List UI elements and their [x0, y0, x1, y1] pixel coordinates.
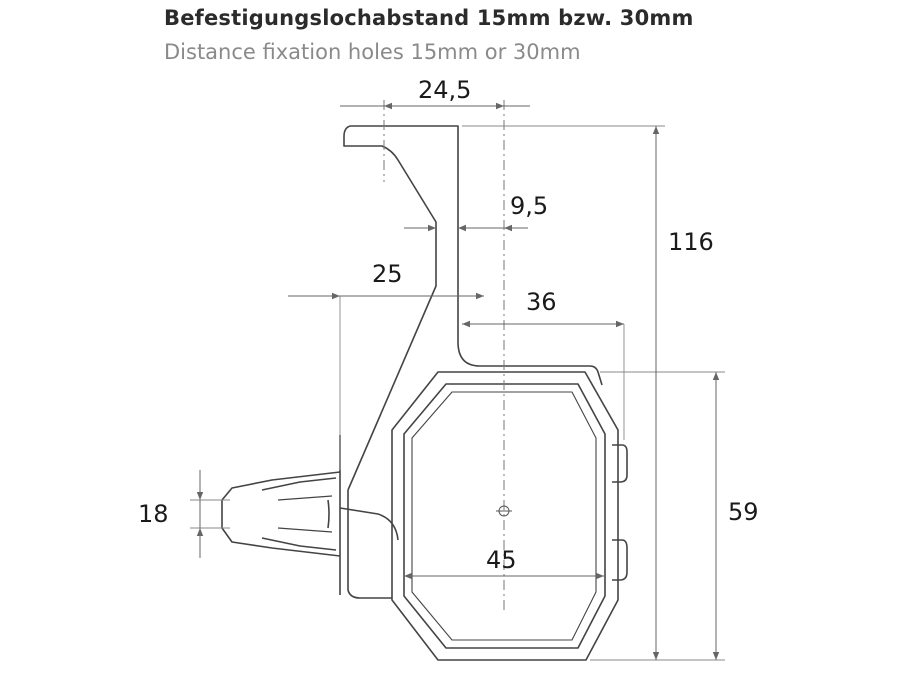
dim-label-18: 18	[138, 500, 169, 528]
bracket-hook	[343, 125, 437, 491]
housing-outer	[391, 371, 619, 661]
title-german: Befestigungslochabstand 15mm bzw. 30mm	[164, 6, 694, 30]
center-lines	[383, 100, 505, 610]
dimension-lines	[196, 102, 720, 660]
title-english: Distance fixation holes 15mm or 30mm	[164, 40, 581, 64]
side-lug-bottom	[612, 539, 628, 581]
center-mark	[496, 505, 512, 517]
side-lug-top	[612, 444, 628, 483]
housing-inner	[403, 383, 606, 649]
dim-label-45: 45	[486, 546, 517, 574]
extension-lines	[190, 125, 725, 661]
dim-label-25: 25	[372, 260, 403, 288]
mounting-bracket	[350, 125, 603, 386]
dim-label-59: 59	[728, 498, 759, 526]
dim-label-36: 36	[526, 288, 557, 316]
dim-label-24-5: 24,5	[418, 76, 471, 104]
dim-label-9-5: 9,5	[510, 192, 548, 220]
part-outline	[221, 125, 628, 661]
cable-gland	[221, 471, 341, 557]
dim-label-116: 116	[668, 228, 714, 256]
